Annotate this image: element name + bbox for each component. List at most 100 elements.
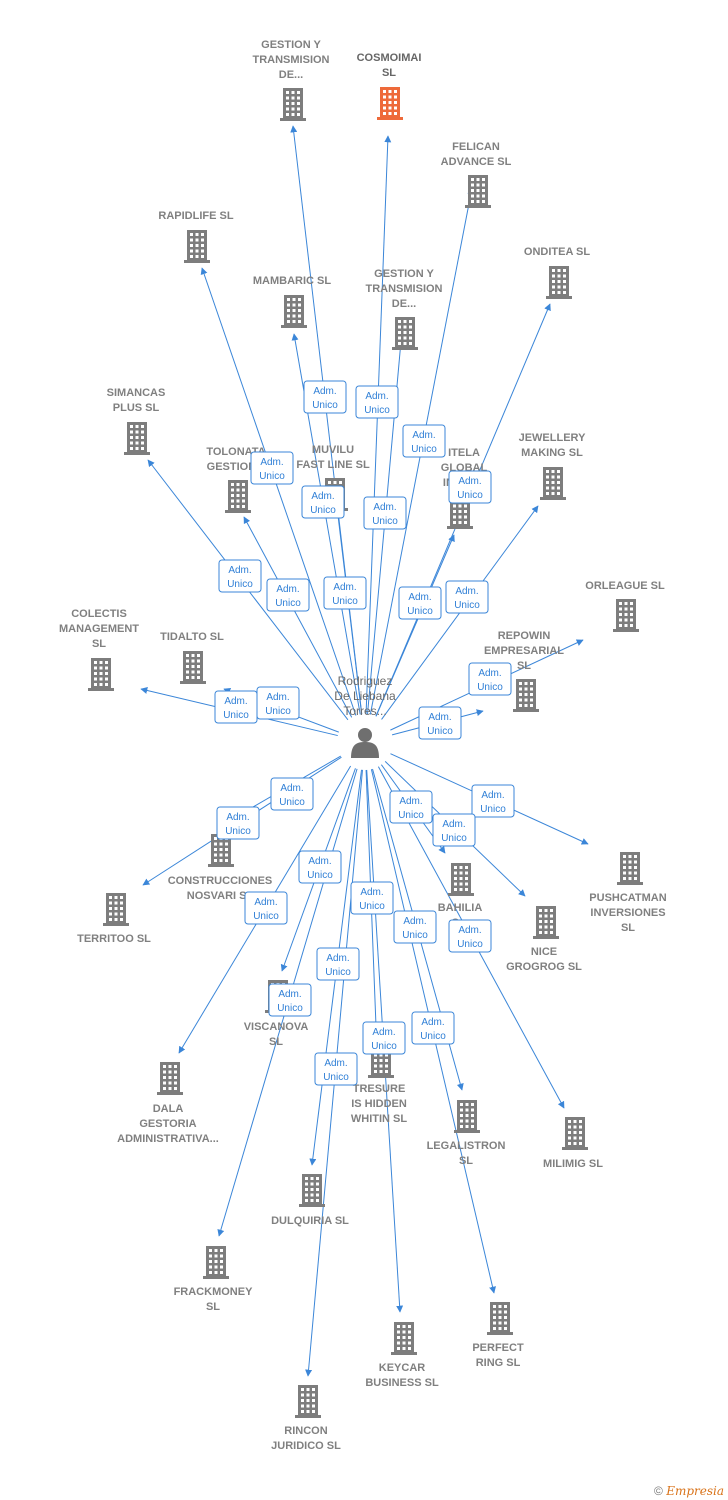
- building-icon: [299, 1174, 325, 1207]
- brand-name: Empresia: [666, 1484, 724, 1498]
- svg-text:Unico: Unico: [325, 967, 351, 978]
- company-node-bahilia[interactable]: BAHILIAO...: [438, 863, 483, 929]
- company-node-orleague[interactable]: ORLEAGUE SL: [585, 580, 665, 632]
- building-icon: [295, 1385, 321, 1418]
- role-badge: Adm. Unico: [316, 947, 360, 981]
- role-badge: Adm.Unico: [363, 496, 407, 530]
- company-label: RAPIDLIFE SL: [158, 210, 233, 222]
- company-label: ORLEAGUE SL: [585, 580, 665, 592]
- svg-text:Adm.: Adm.: [412, 430, 435, 441]
- role-badge: Adm.Unico: [250, 451, 294, 485]
- company-node-tidalto[interactable]: TIDALTO SL: [160, 631, 224, 684]
- svg-text:Adm.: Adm.: [260, 457, 283, 468]
- building-icon: [203, 1246, 229, 1279]
- svg-text:Adm.: Adm.: [455, 586, 478, 597]
- svg-text:Adm.: Adm.: [408, 592, 431, 603]
- role-badge: Adm.Unico: [266, 578, 310, 612]
- svg-text:Unico: Unico: [265, 706, 291, 717]
- role-badge: Adm. Unico: [418, 706, 462, 740]
- role-badge: Adm.Unico: [218, 559, 262, 593]
- svg-text:Unico: Unico: [427, 726, 453, 737]
- role-badge: Adm.Unico: [448, 919, 492, 953]
- footer-brand[interactable]: © Empresia: [654, 1484, 724, 1498]
- edge-tolonata: [243, 516, 353, 718]
- role-badge: Adm.Unico: [314, 1052, 358, 1086]
- role-badge: Adm.Unico: [301, 485, 345, 519]
- building-icon: [562, 1117, 588, 1150]
- role-badge: Adm.Unico: [323, 576, 367, 610]
- role-badge: Adm.Unico: [298, 850, 342, 884]
- company-node-mambaric[interactable]: MAMBARIC SL: [253, 275, 331, 328]
- company-label: ONDITEA SL: [524, 246, 590, 258]
- company-node-milimig[interactable]: MILIMIG SL: [543, 1117, 603, 1170]
- svg-text:Adm.: Adm.: [280, 783, 303, 794]
- svg-text:Unico: Unico: [253, 911, 279, 922]
- building-icon: [88, 658, 114, 691]
- svg-text:Adm.: Adm.: [428, 712, 451, 723]
- svg-text:Adm.: Adm.: [421, 1017, 444, 1028]
- svg-text:Adm.: Adm.: [276, 584, 299, 595]
- role-badge: Adm.Unico: [432, 813, 476, 847]
- role-badge: Adm.Unico: [214, 690, 258, 724]
- svg-text:Adm.: Adm.: [403, 916, 426, 927]
- company-node-dulquiria[interactable]: DULQUIRIA SL: [271, 1174, 349, 1227]
- company-node-rapidlife[interactable]: RAPIDLIFE SL: [158, 210, 234, 263]
- building-icon: [546, 266, 572, 299]
- building-icon: [613, 599, 639, 632]
- svg-text:Adm.: Adm.: [372, 1027, 395, 1038]
- building-icon: [280, 88, 306, 121]
- role-badge: Adm.Unico: [389, 790, 433, 824]
- svg-text:Adm.: Adm.: [266, 692, 289, 703]
- role-badge: Adm. Unico: [445, 580, 489, 614]
- svg-text:Adm.: Adm.: [458, 925, 481, 936]
- company-node-onditea[interactable]: ONDITEA SL: [524, 246, 590, 299]
- svg-text:Adm.: Adm.: [399, 796, 422, 807]
- company-label: MAMBARIC SL: [253, 275, 331, 287]
- building-icon: [103, 893, 129, 926]
- company-label: DULQUIRIA SL: [271, 1215, 349, 1227]
- svg-text:Unico: Unico: [454, 600, 480, 611]
- building-icon: [617, 852, 643, 885]
- edge-rapidlife: [200, 267, 357, 716]
- svg-text:Adm.: Adm.: [326, 953, 349, 964]
- svg-text:Adm.: Adm.: [228, 565, 251, 576]
- svg-text:Unico: Unico: [323, 1072, 349, 1083]
- svg-text:Adm.: Adm.: [226, 812, 249, 823]
- building-icon: [377, 87, 403, 120]
- role-badge: Adm.Unico: [270, 777, 314, 811]
- building-icon: [487, 1302, 513, 1335]
- svg-text:Adm.: Adm.: [224, 696, 247, 707]
- building-icon: [157, 1062, 183, 1095]
- company-node-territoo[interactable]: TERRITOO SL: [77, 893, 151, 945]
- role-badge: Adm.Unico: [402, 424, 446, 458]
- role-badge: Adm.Unico: [303, 380, 347, 414]
